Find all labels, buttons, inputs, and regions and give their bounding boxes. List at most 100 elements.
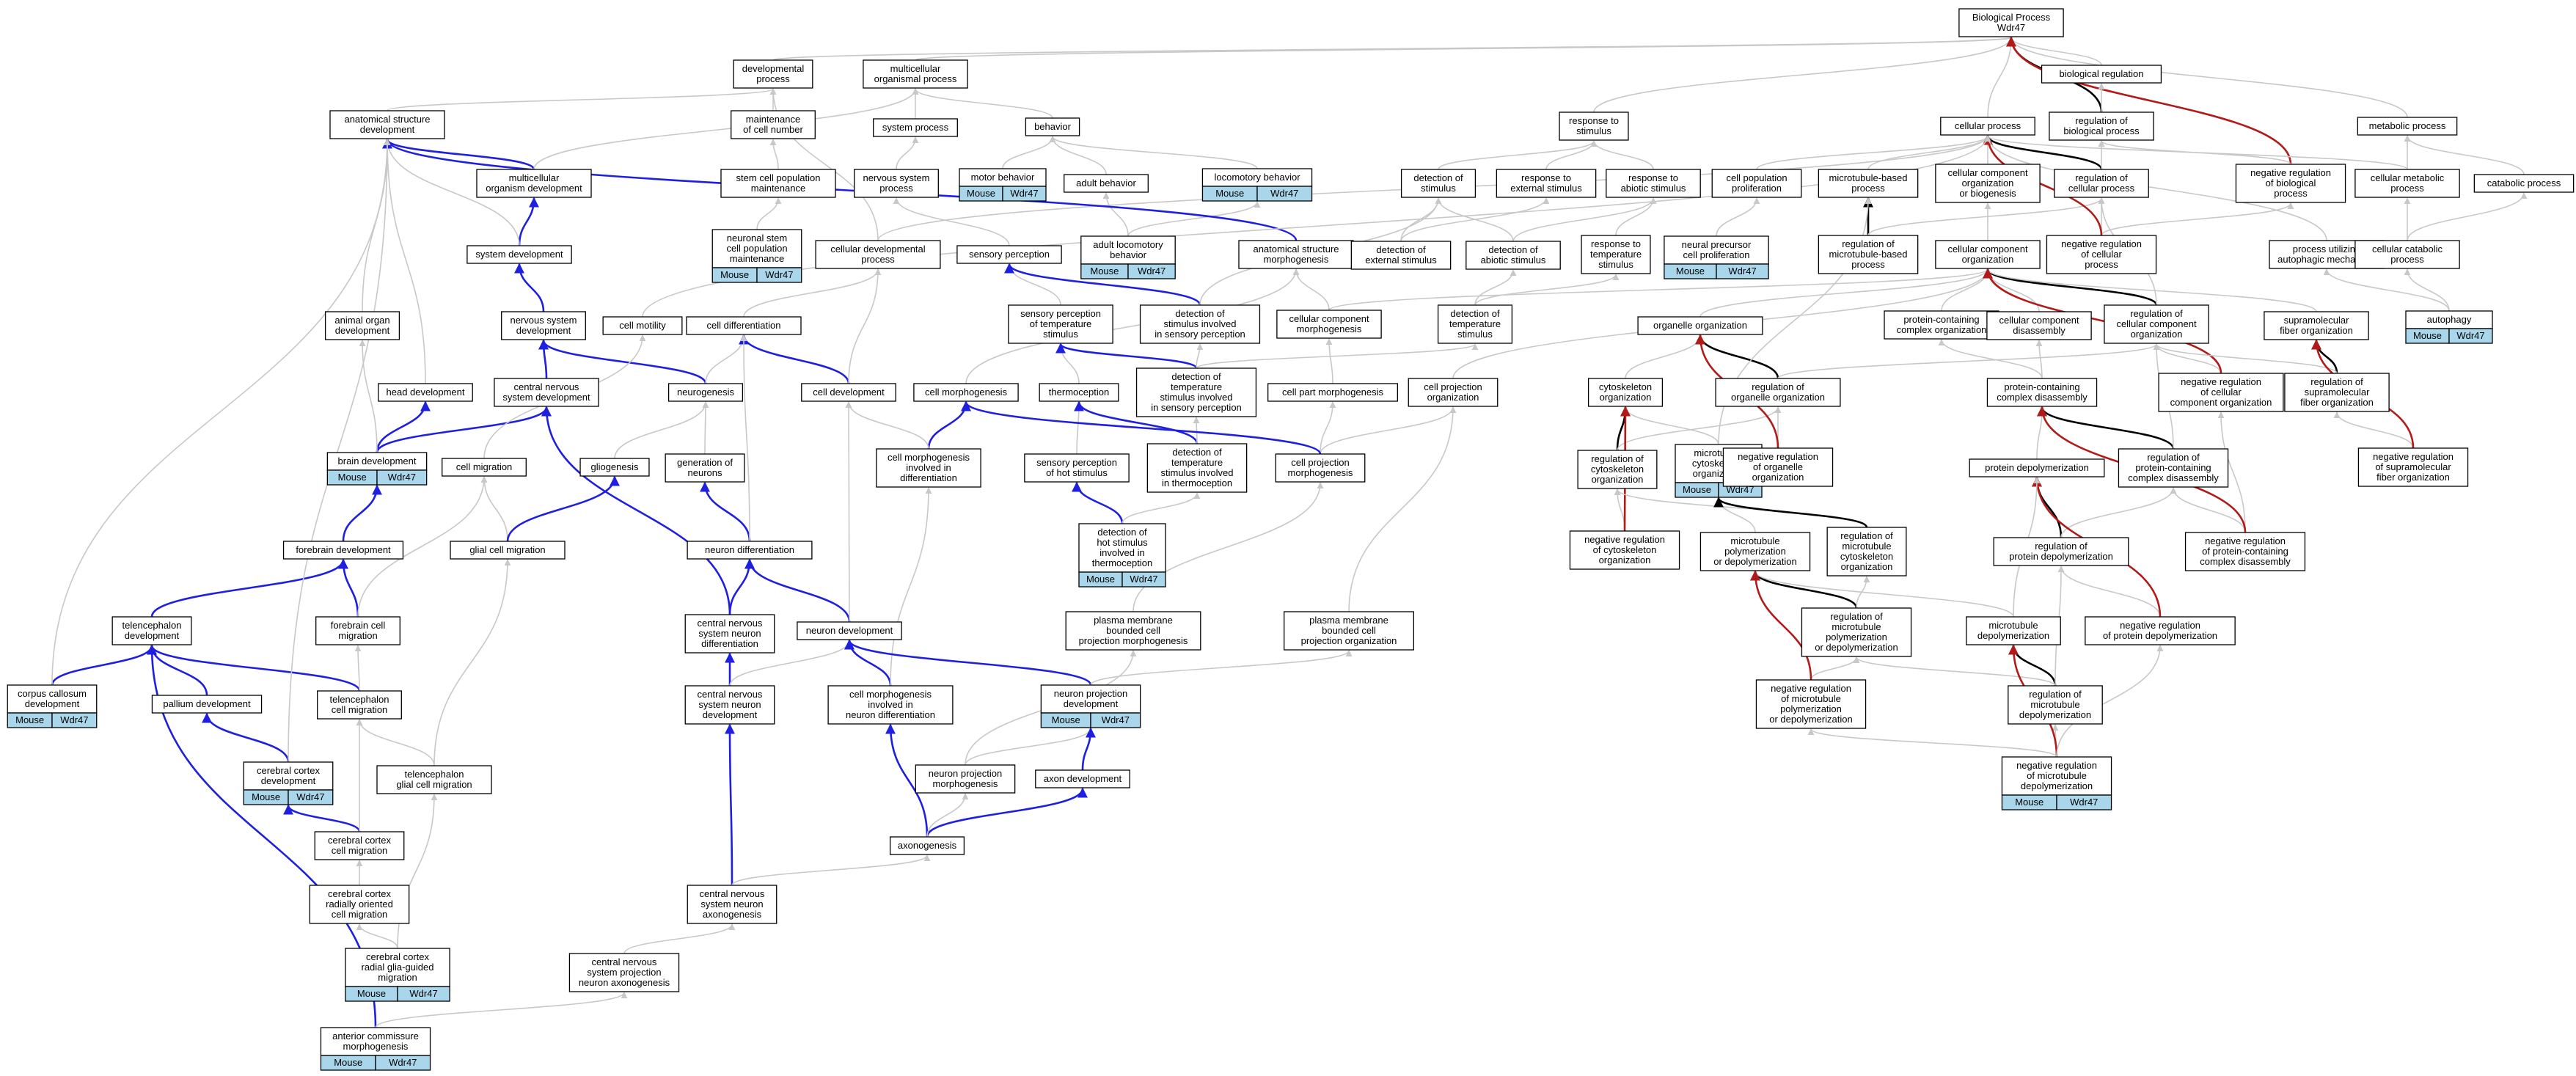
go-term-axondev[interactable]: axon development [1035,769,1130,788]
go-term-regmtpoly[interactable]: regulation ofmicrotubulepolymerizationor… [1801,607,1912,657]
go-term-metab[interactable]: metabolic process [2357,117,2458,136]
go-term-celldev[interactable]: cell development [801,383,896,402]
go-term-pallium[interactable]: pallium development [151,695,263,714]
go-term-cellmot[interactable]: cell motility [602,316,683,335]
go-term-neurdev[interactable]: neuron development [797,621,902,640]
go-term-neurogen[interactable]: neurogenesis [667,383,744,402]
go-term-regmtcyto[interactable]: regulation ofmicrotubulecytoskeletonorga… [1826,527,1907,577]
go-term-glialmig[interactable]: glial cell migration [450,541,566,560]
go-term-sysdev[interactable]: system development [466,245,572,264]
go-term-protdepol[interactable]: protein depolymerization [1969,458,2105,477]
go-term-sensperc[interactable]: sensory perception [956,245,1062,264]
go-term-celldiff[interactable]: cell differentiation [686,316,802,335]
go-term-gliogen[interactable]: gliogenesis [579,458,650,477]
go-term-cellmorph[interactable]: cell morphogenesis [913,383,1019,402]
go-term-orgorg[interactable]: organelle organization [1637,316,1763,335]
go-term-headdev[interactable]: head development [378,383,473,402]
go-term-cellpartmorph[interactable]: cell part morphogenesis [1267,383,1399,402]
go-term-cellmig[interactable]: cell migration [442,458,527,477]
go-term-behavior[interactable]: behavior [1025,117,1080,136]
go-term-neurdiff[interactable]: neuron differentiation [687,541,813,560]
go-term-catab[interactable]: catabolic process [2473,174,2575,193]
go-term-adultbeh[interactable]: adult behavior [1064,174,1149,193]
go-term-forebrain[interactable]: forebrain development [282,541,404,560]
go-term-cellproc[interactable]: cellular process [1940,117,2035,136]
